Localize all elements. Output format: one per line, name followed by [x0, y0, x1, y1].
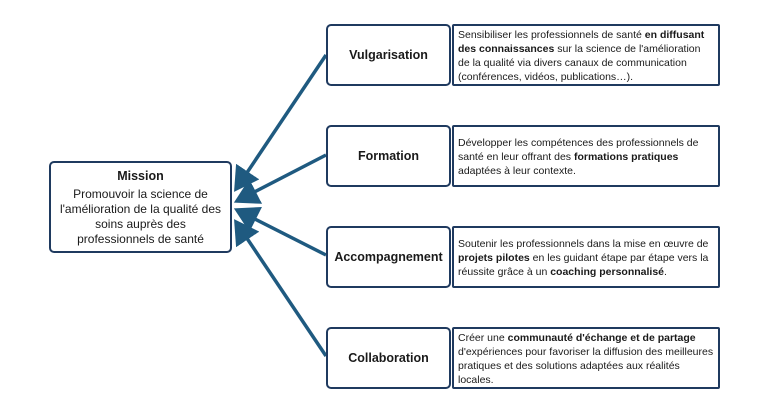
label-box-vulgarisation: Vulgarisation: [326, 24, 451, 86]
description-bold-run: communauté d'échange et de partage: [507, 332, 696, 344]
description-box-formation: Développer les compétences des professio…: [452, 125, 720, 187]
arrow-collaboration: [234, 219, 328, 357]
label-accompagnement: Accompagnement: [334, 250, 443, 264]
label-box-collaboration: Collaboration: [326, 327, 451, 389]
description-run: Soutenir les professionnels dans la mise…: [458, 238, 709, 250]
label-box-accompagnement: Accompagnement: [326, 226, 451, 288]
description-box-vulgarisation: Sensibiliser les professionnels de santé…: [452, 24, 720, 86]
description-run: adaptées à leur contexte.: [458, 165, 576, 177]
arrow-vulgarisation: [234, 54, 328, 192]
arrow-formation: [233, 153, 327, 204]
label-collaboration: Collaboration: [348, 351, 429, 365]
mission-box: Mission Promouvoir la science de l'améli…: [49, 161, 232, 253]
label-formation: Formation: [357, 149, 420, 163]
description-run: d'expériences pour favoriser la diffusio…: [458, 346, 714, 386]
label-vulgarisation: Vulgarisation: [349, 48, 428, 62]
description-accompagnement: Soutenir les professionnels dans la mise…: [458, 238, 708, 278]
description-run: Sensibiliser les professionnels de santé: [458, 29, 645, 41]
description-run: en les guidant étape par étape vers la r…: [458, 252, 709, 278]
description-bold-run: coaching personnalisé: [550, 266, 665, 278]
description-box-accompagnement: Soutenir les professionnels dans la mise…: [452, 226, 720, 288]
description-bold-run: formations pratiques: [573, 151, 679, 163]
description-run: sur la science de l'amélioration de la q…: [458, 43, 701, 83]
description-run: Créer une: [458, 332, 508, 344]
description-bold-run: en diffusant des connaissances: [458, 29, 705, 55]
description-run: Développer les compétences des professio…: [458, 137, 699, 163]
description-vulgarisation: Sensibiliser les professionnels de santé…: [458, 29, 704, 83]
description-bold-run: projets pilotes: [458, 252, 530, 264]
description-box-collaboration: Créer une communauté d'échange et de par…: [452, 327, 720, 389]
mission-title: Mission: [117, 169, 164, 183]
description-collaboration: Créer une communauté d'échange et de par…: [458, 332, 713, 386]
mission-text: Promouvoir la science de l'amélioration …: [59, 187, 222, 246]
arrow-accompagnement: [233, 206, 327, 257]
description-formation: Développer les compétences des professio…: [458, 137, 698, 177]
description-run: .: [664, 266, 667, 278]
label-box-formation: Formation: [326, 125, 451, 187]
